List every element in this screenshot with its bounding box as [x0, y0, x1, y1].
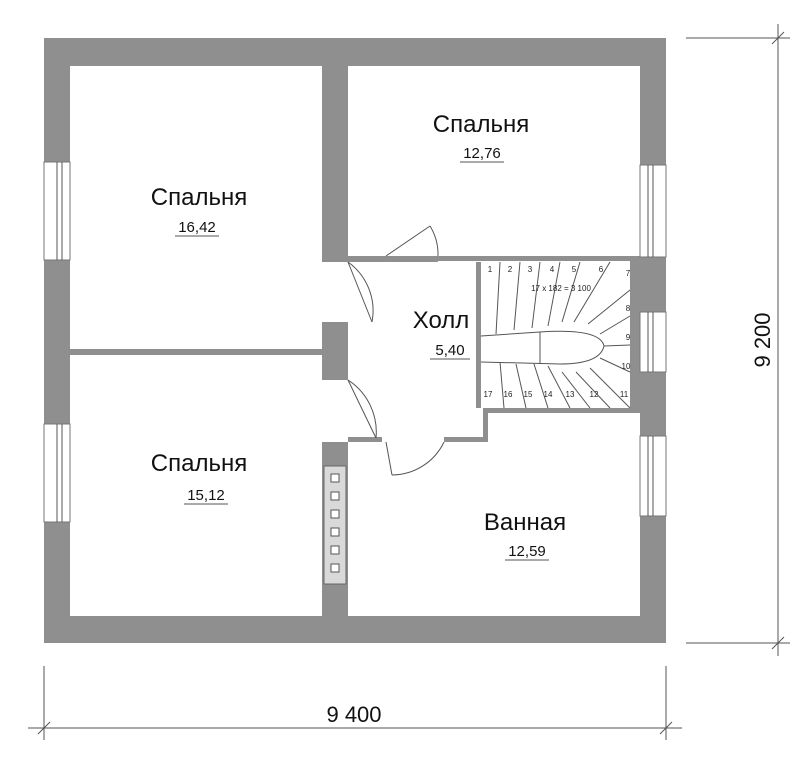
- ventilation-shaft: [323, 465, 347, 585]
- step-number: 8: [626, 304, 631, 313]
- step-number: 7: [626, 269, 631, 278]
- step-number: 9: [626, 333, 631, 342]
- door-bedroom-1: [347, 261, 374, 323]
- step-number: 13: [566, 390, 575, 399]
- step-number: 16: [504, 390, 513, 399]
- stair-steps: [495, 261, 631, 409]
- doors: [347, 225, 445, 476]
- step-number: 14: [544, 390, 553, 399]
- window-right-lower: [639, 435, 667, 517]
- step-number: 5: [572, 265, 577, 274]
- stair-step-numbers: 1 2 3 4 5 6 7 8 9 10 11 12 13 14 15 16 1…: [484, 265, 631, 399]
- window-left-lower: [43, 423, 71, 523]
- room-area: 12,76: [463, 145, 501, 162]
- door-bathroom: [385, 441, 445, 476]
- room-name: Холл: [413, 307, 470, 334]
- step-number: 15: [524, 390, 533, 399]
- dimension-width: 9 400: [28, 666, 682, 740]
- staircase: 17 x 182 = 3 100 1 2 3 4 5 6 7 8 9 10 11…: [480, 261, 631, 409]
- door-bedroom-2: [385, 225, 439, 257]
- outer-walls: [44, 38, 666, 643]
- windows: [43, 161, 667, 523]
- room-area: 16,42: [178, 219, 216, 236]
- height-dimension-label: 9 200: [750, 312, 775, 367]
- step-number: 10: [622, 362, 631, 371]
- step-number: 12: [590, 390, 599, 399]
- step-number: 2: [508, 265, 513, 274]
- step-number: 4: [550, 265, 555, 274]
- step-number: 6: [599, 265, 604, 274]
- step-number: 11: [620, 390, 629, 399]
- room-hall: Холл 5,40: [413, 307, 470, 360]
- room-area: 15,12: [187, 487, 225, 504]
- room-bedroom-3: Спальня 15,12: [151, 450, 247, 505]
- room-name: Ванная: [484, 509, 566, 536]
- stair-note: 17 x 182 = 3 100: [531, 284, 591, 293]
- step-number: 17: [484, 390, 493, 399]
- step-number: 3: [528, 265, 533, 274]
- room-name: Спальня: [433, 111, 529, 138]
- dimension-height: 9 200: [686, 24, 790, 656]
- room-name: Спальня: [151, 184, 247, 211]
- room-bedroom-1: Спальня 16,42: [151, 184, 247, 237]
- room-bedroom-2: Спальня 12,76: [433, 111, 529, 163]
- door-bedroom-3: [347, 379, 377, 439]
- room-area: 5,40: [435, 342, 464, 359]
- room-bathroom: Ванная 12,59: [484, 509, 566, 561]
- window-right-middle: [639, 311, 667, 373]
- step-number: 1: [488, 265, 493, 274]
- window-left-upper: [43, 161, 71, 261]
- window-right-upper: [639, 164, 667, 258]
- room-area: 12,59: [508, 543, 546, 560]
- stair-center-rail: [480, 330, 605, 365]
- width-dimension-label: 9 400: [326, 702, 381, 727]
- room-name: Спальня: [151, 450, 247, 477]
